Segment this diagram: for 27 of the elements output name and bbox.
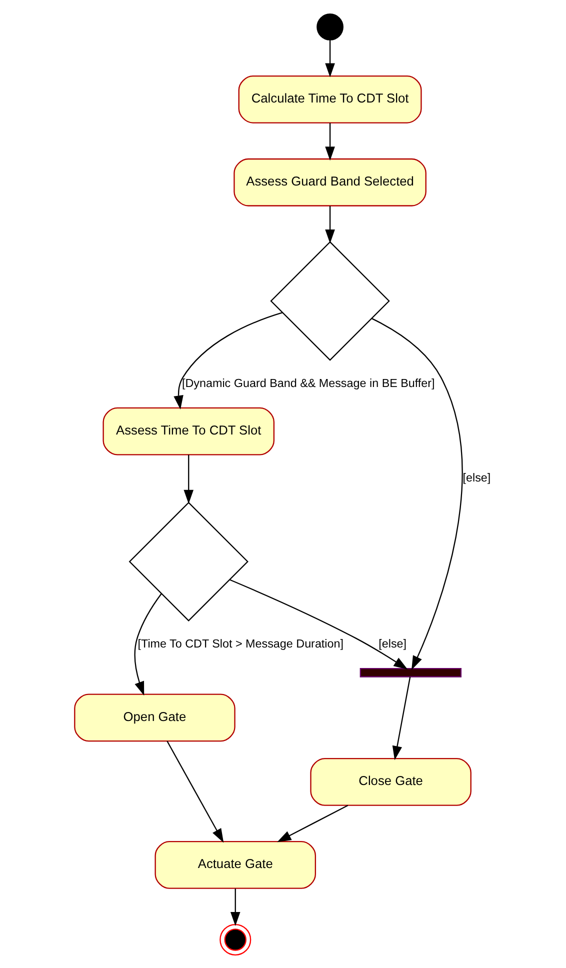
edge-label: [else] [462,471,491,484]
arrow [325,40,335,77]
edge-label: [Time To CDT Slot > Message Duration] [138,637,344,650]
node-diamond [128,501,248,621]
arrow [325,205,335,244]
node-circle [220,923,252,955]
node-diamond [270,240,390,360]
node-bar [360,668,462,677]
node-box: Assess Guard Band Selected [234,158,426,206]
arrow [184,454,194,504]
arrow [325,122,335,160]
node-box: Assess Time To CDT Slot [102,406,275,455]
node-box: Open Gate [74,693,236,742]
arrow [174,312,283,410]
node-circle [316,13,344,40]
arrow [392,676,411,760]
node-box: Calculate Time To CDT Slot [238,74,422,123]
arrow [230,578,408,669]
arrow [230,888,240,926]
edge-label: [else] [378,637,407,650]
node-box: Actuate Gate [154,840,316,888]
arrow [371,317,463,670]
edge-label: [Dynamic Guard Band && Message in BE Buffer] [182,376,435,390]
arrow [277,804,348,842]
arrow [166,740,224,842]
arrow [134,592,162,696]
node-box: Close Gate [310,757,472,806]
